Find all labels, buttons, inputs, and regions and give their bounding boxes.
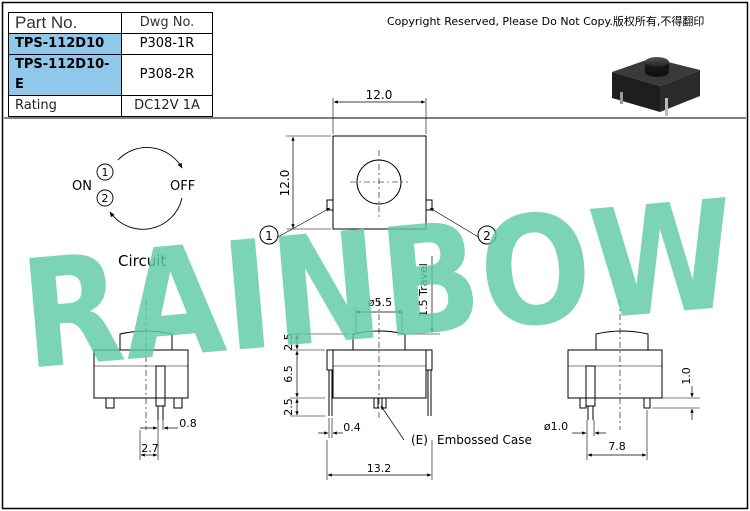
- circuit-diagram: 1 2 ON OFF Circuit: [72, 147, 195, 270]
- copyright-note: Copyright Reserved, Please Do Not Copy.版…: [387, 15, 705, 28]
- circuit-on-label: ON: [72, 179, 92, 194]
- part-number-cell: TPS-112D10: [8, 33, 122, 55]
- table-row: TPS-112D10 P308-1R: [8, 33, 213, 55]
- front-view: [290, 256, 440, 480]
- circuit-title: Circuit: [118, 252, 166, 270]
- dim-pin-dia: ø1.0: [544, 420, 568, 433]
- dim-left-pitch: 2.7: [141, 442, 159, 455]
- dim-base-width: 13.2: [367, 462, 392, 475]
- embossed-text: Embossed Case: [437, 433, 532, 447]
- dim-right-width: 7.8: [608, 440, 626, 453]
- part-no-header: Part No.: [8, 12, 122, 34]
- product-photo-icon: [612, 57, 700, 116]
- dim-height-mid: 6.5: [282, 365, 295, 383]
- circuit-pin-2: 2: [102, 192, 109, 205]
- circuit-off-label: OFF: [170, 179, 195, 194]
- dim-travel: 1.5 Travel: [417, 263, 430, 317]
- top-view: [259, 98, 497, 245]
- dim-top-height: 12.0: [278, 170, 292, 197]
- part-number-cell: TPS-112D10-E: [8, 54, 122, 96]
- dim-button-dia: ø5.5: [368, 296, 392, 309]
- dim-top-width: 12.0: [366, 88, 393, 102]
- callout-1: 1: [265, 229, 273, 243]
- parts-table: Part No. Dwg No. TPS-112D10 P308-1R TPS-…: [8, 12, 213, 117]
- dim-left-pin: 0.8: [179, 417, 197, 430]
- callout-2: 2: [483, 229, 491, 243]
- dim-height-bottom: 2.5: [282, 398, 295, 416]
- embossed-mark: (E): [411, 433, 428, 447]
- table-row: TPS-112D10-E P308-2R: [8, 54, 213, 96]
- circuit-pin-1: 1: [102, 166, 109, 179]
- rating-value: DC12V 1A: [121, 95, 213, 117]
- dim-right-height: 1.0: [680, 367, 693, 385]
- dim-pin-width: 0.4: [343, 421, 361, 434]
- rating-row: Rating DC12V 1A: [8, 95, 213, 117]
- rating-label: Rating: [8, 95, 122, 117]
- dim-height-top: 2.5: [282, 333, 295, 351]
- rainbow-watermark: RAINBOW: [15, 168, 742, 404]
- left-side-view: [93, 300, 189, 460]
- right-side-view: [567, 300, 700, 460]
